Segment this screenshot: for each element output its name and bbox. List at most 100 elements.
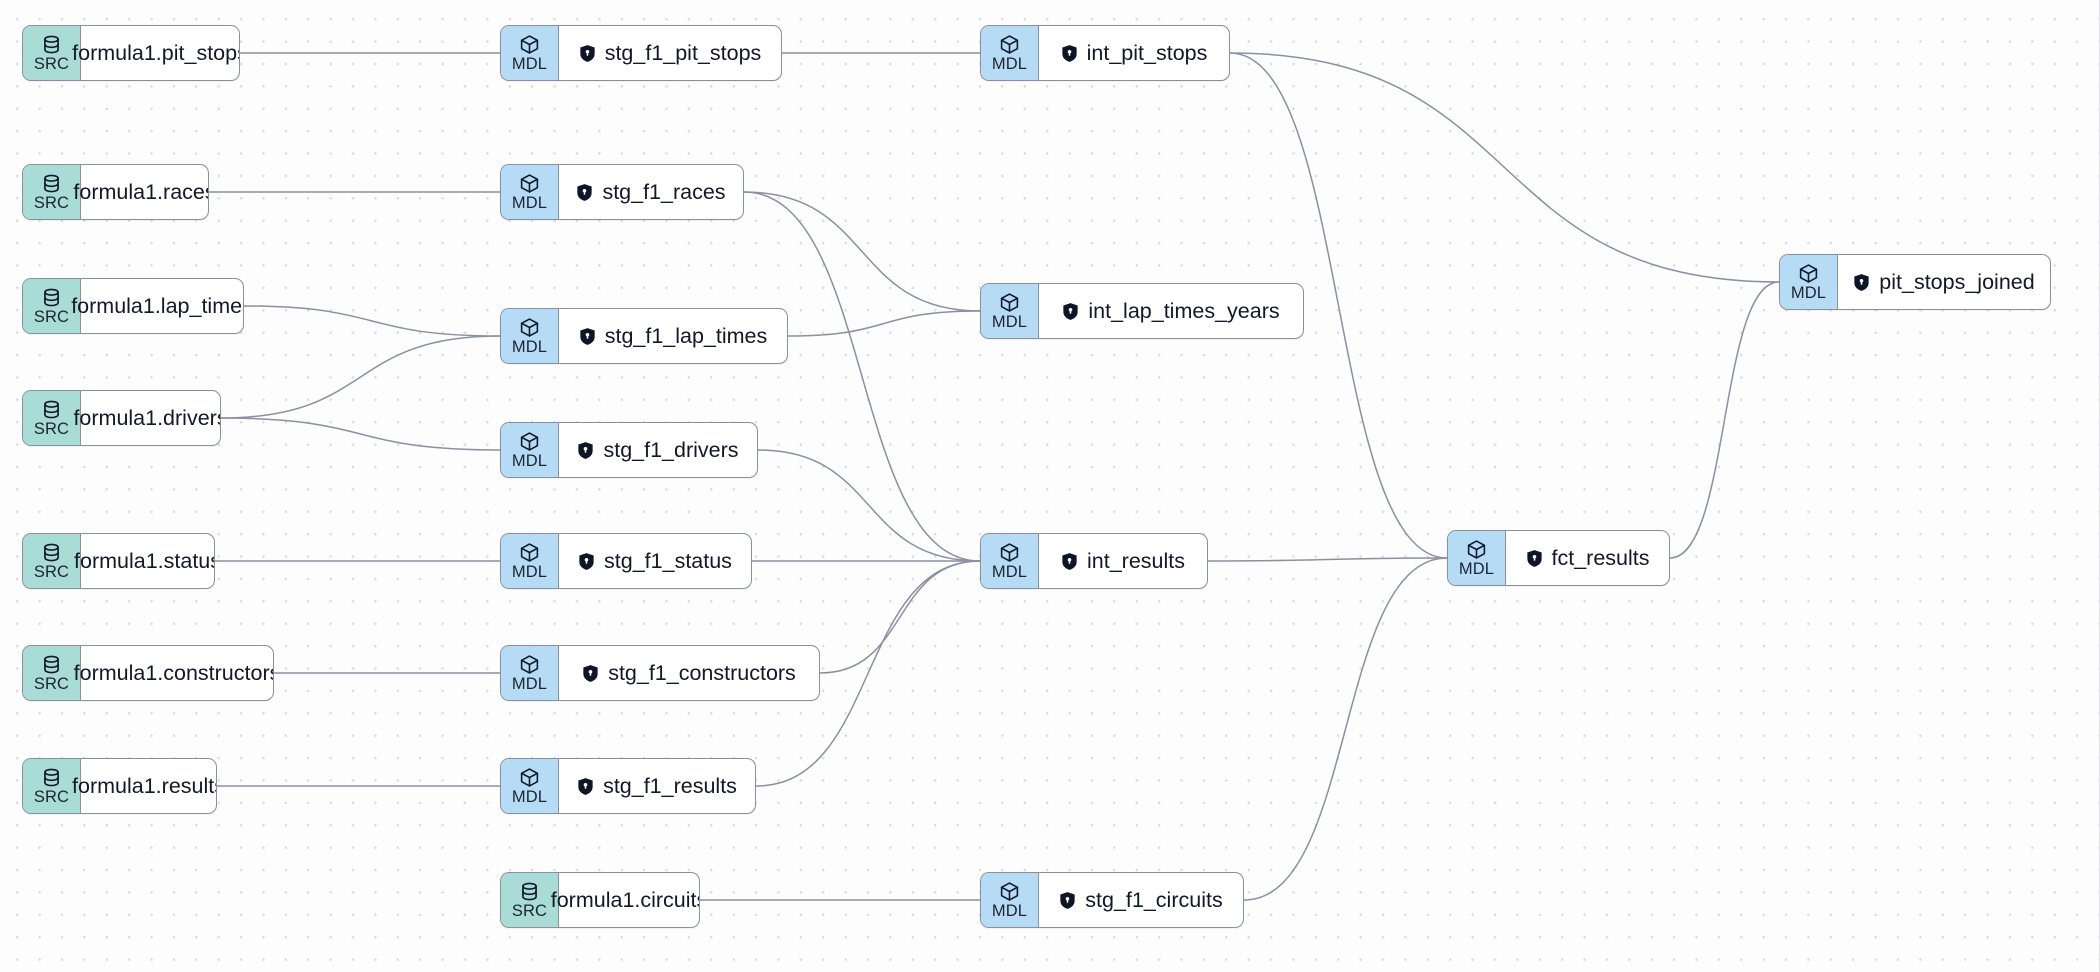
node-body: pit_stops_joined (1838, 255, 2050, 309)
source-badge: SRC (23, 759, 81, 813)
edge-stg_lap_times-to-int_lap_times_years (787, 310, 981, 337)
node-label: formula1.races (73, 179, 209, 204)
shield-lock-icon (1061, 552, 1078, 571)
cube-icon (1466, 539, 1487, 560)
badge-label: MDL (511, 675, 548, 693)
node-stg_results[interactable]: MDL stg_f1_results (500, 758, 756, 814)
model-badge: MDL (501, 534, 559, 588)
cube-icon (1798, 263, 1819, 284)
cube-icon (519, 34, 540, 55)
node-label: pit_stops_joined (1879, 269, 2035, 294)
model-badge: MDL (501, 423, 559, 477)
node-label: formula1.results (72, 773, 217, 798)
badge-label: MDL (511, 194, 548, 212)
model-badge: MDL (501, 165, 559, 219)
node-body: formula1.drivers (73, 391, 220, 445)
database-cylinder-icon (519, 881, 540, 902)
node-label: int_lap_times_years (1088, 298, 1280, 323)
database-cylinder-icon (41, 34, 62, 55)
database-cylinder-icon (41, 542, 62, 563)
edge-stg_circuits-to-fct_results (1243, 557, 1448, 901)
node-label: formula1.constructors (73, 660, 274, 685)
node-label: formula1.drivers (73, 405, 221, 430)
node-body: int_lap_times_years (1039, 284, 1303, 338)
shield-lock-icon (577, 777, 594, 796)
node-body: formula1.results (72, 759, 216, 813)
badge-label: SRC (33, 788, 70, 806)
shield-lock-icon (579, 44, 596, 63)
badge-label: MDL (511, 452, 548, 470)
cube-icon (999, 542, 1020, 563)
badge-label: SRC (33, 308, 70, 326)
model-badge: MDL (501, 646, 559, 700)
shield-lock-icon (576, 183, 593, 202)
source-badge: SRC (23, 534, 81, 588)
node-stg_pit_stops[interactable]: MDL stg_f1_pit_stops (500, 25, 782, 81)
badge-label: MDL (511, 788, 548, 806)
edge-stg_drivers-to-int_results (757, 449, 981, 562)
node-body: stg_f1_pit_stops (559, 26, 781, 80)
badge-label: MDL (511, 55, 548, 73)
shield-lock-icon (1061, 44, 1078, 63)
model-badge: MDL (501, 759, 559, 813)
node-label: stg_f1_lap_times (604, 323, 768, 348)
cube-icon (519, 317, 540, 338)
node-label: formula1.circuits (550, 887, 700, 912)
edge-src_lap_times-to-stg_lap_times (243, 305, 501, 337)
edge-stg_constructors-to-int_results (819, 560, 981, 674)
cube-icon (519, 767, 540, 788)
edge-src_drivers-to-stg_lap_times (220, 335, 501, 419)
database-cylinder-icon (41, 399, 62, 420)
edge-stg_races-to-int_results (743, 191, 981, 562)
badge-label: SRC (33, 563, 70, 581)
shield-lock-icon (577, 441, 594, 460)
database-cylinder-icon (41, 287, 62, 308)
node-stg_drivers[interactable]: MDL stg_f1_drivers (500, 422, 758, 478)
node-label: stg_f1_drivers (603, 437, 739, 462)
database-cylinder-icon (41, 173, 62, 194)
node-body: formula1.circuits (551, 873, 699, 927)
node-body: stg_f1_circuits (1039, 873, 1243, 927)
shield-lock-icon (578, 552, 595, 571)
database-cylinder-icon (41, 767, 62, 788)
node-label: int_pit_stops (1086, 40, 1208, 65)
badge-label: MDL (511, 563, 548, 581)
shield-lock-icon (1059, 891, 1076, 910)
node-label: stg_f1_results (603, 773, 737, 798)
shield-lock-icon (1062, 302, 1079, 321)
node-body: stg_f1_drivers (559, 423, 757, 477)
edge-fct_results-to-pit_stops_joined (1669, 281, 1780, 559)
cube-icon (519, 654, 540, 675)
source-badge: SRC (23, 165, 81, 219)
badge-label: MDL (991, 563, 1028, 581)
node-body: stg_f1_lap_times (559, 309, 787, 363)
shield-lock-icon (582, 664, 599, 683)
source-badge: SRC (23, 279, 81, 333)
badge-label: SRC (33, 194, 70, 212)
node-label: formula1.pit_stops (72, 40, 240, 65)
edge-src_drivers-to-stg_drivers (220, 417, 501, 451)
cube-icon (999, 881, 1020, 902)
node-label: formula1.lap_times (71, 293, 244, 318)
node-body: formula1.constructors (74, 646, 273, 700)
